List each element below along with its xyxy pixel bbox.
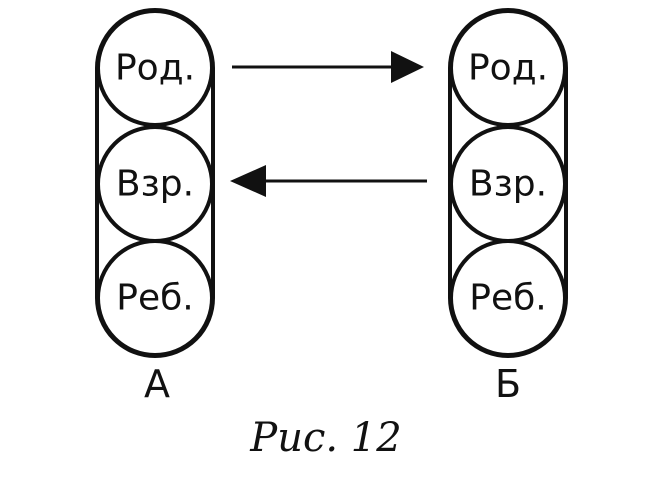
arrow-a-to-b — [232, 51, 424, 83]
stack-a-parent-label: Род. — [115, 48, 195, 89]
figure-caption: Рис. 12 — [249, 415, 401, 461]
stack-b-parent-label: Род. — [468, 48, 548, 89]
stack-a-circle-child — [96, 239, 214, 357]
arrow-b-to-a-head — [230, 165, 266, 197]
stack-a-label: А — [144, 362, 170, 406]
stack-a-adult-label: Взр. — [116, 164, 194, 205]
stack-a: Род. Взр. Реб. А — [95, 8, 215, 406]
arrow-b-to-a — [230, 165, 427, 197]
stack-b-child-label: Реб. — [469, 278, 547, 319]
stack-a-child-label: Реб. — [116, 278, 194, 319]
arrow-a-to-b-head — [391, 51, 424, 83]
stack-b: Род. Взр. Реб. Б — [448, 8, 568, 406]
stack-b-circle-child — [449, 239, 567, 357]
stack-b-adult-label: Взр. — [469, 164, 547, 205]
stack-b-label: Б — [495, 362, 521, 406]
